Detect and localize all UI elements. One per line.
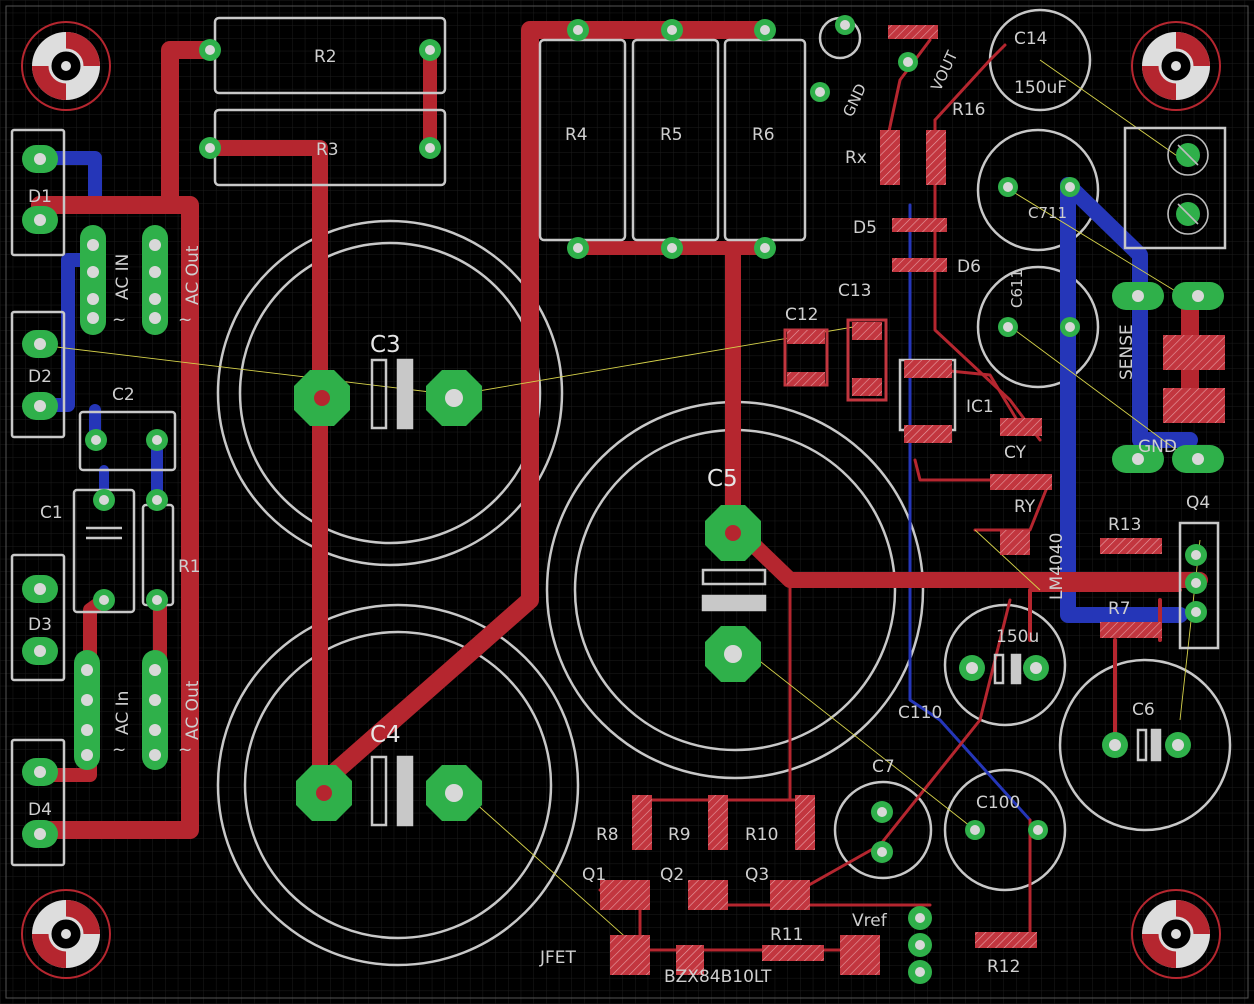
capacitor-symbols bbox=[86, 358, 1162, 827]
label-d2: D2 bbox=[28, 367, 52, 387]
label-gnd-pad: GND bbox=[1138, 437, 1177, 457]
board-outline bbox=[5, 5, 1249, 999]
oblong-pads bbox=[1112, 282, 1224, 473]
label-c5: C5 bbox=[707, 466, 738, 492]
label-tilde-b: ~ bbox=[178, 310, 192, 330]
small-round-pads bbox=[85, 15, 1207, 984]
label-ic1: IC1 bbox=[966, 397, 994, 417]
label-d1: D1 bbox=[28, 187, 52, 207]
label-c4: C4 bbox=[370, 722, 401, 748]
label-c3: C3 bbox=[370, 332, 401, 358]
label-q3: Q3 bbox=[745, 865, 769, 885]
mounting-hole-top-right bbox=[1131, 21, 1221, 111]
label-vref: Vref bbox=[852, 911, 888, 931]
label-ry: RY bbox=[1014, 497, 1036, 517]
label-ac-in-top: AC IN bbox=[113, 254, 133, 300]
label-jfet: JFET bbox=[539, 948, 577, 968]
label-c110: C110 bbox=[898, 703, 942, 723]
label-q2: Q2 bbox=[660, 865, 684, 885]
label-c14: C14 bbox=[1014, 29, 1048, 49]
label-r8: R8 bbox=[596, 825, 619, 845]
ac-connector-pads bbox=[74, 225, 168, 770]
label-c2: C2 bbox=[112, 385, 135, 405]
label-tilde-d: ~ bbox=[178, 740, 192, 760]
label-r5: R5 bbox=[660, 125, 683, 145]
large-octagon-pads bbox=[294, 370, 761, 821]
label-d3: D3 bbox=[28, 615, 52, 635]
label-bzx: BZX84B10LT bbox=[664, 967, 772, 987]
label-r10: R10 bbox=[745, 825, 778, 845]
label-c100: C100 bbox=[976, 793, 1020, 813]
terminal-block bbox=[1167, 134, 1209, 235]
label-cy: CY bbox=[1004, 443, 1027, 463]
label-c6: C6 bbox=[1132, 700, 1155, 720]
label-d4: D4 bbox=[28, 800, 52, 820]
mounting-hole-top-left bbox=[21, 21, 111, 111]
diode-pads bbox=[22, 145, 58, 848]
label-ac-out-top: AC Out bbox=[183, 245, 203, 305]
label-r13: R13 bbox=[1108, 515, 1141, 535]
label-sense: SENSE bbox=[1117, 324, 1137, 380]
label-ac-in-bottom: AC In bbox=[113, 691, 133, 735]
label-ac-out-bottom: AC Out bbox=[183, 680, 203, 740]
label-r3: R3 bbox=[316, 140, 339, 160]
label-c12: C12 bbox=[785, 305, 819, 325]
label-c711: C711 bbox=[1028, 204, 1067, 222]
label-d6: D6 bbox=[957, 257, 981, 277]
label-r4: R4 bbox=[565, 125, 588, 145]
through-hole-pads bbox=[22, 15, 1224, 984]
mounting-hole-bottom-left bbox=[21, 889, 111, 979]
label-r7: R7 bbox=[1108, 599, 1131, 619]
label-tilde-a: ~ bbox=[112, 310, 126, 330]
label-rx: Rx bbox=[845, 148, 867, 168]
label-c7: C7 bbox=[872, 757, 895, 777]
mounting-hole-bottom-right bbox=[1131, 889, 1221, 979]
label-r11: R11 bbox=[770, 925, 803, 945]
smd-pads bbox=[600, 25, 1225, 975]
label-r9: R9 bbox=[668, 825, 691, 845]
label-r2: R2 bbox=[314, 47, 337, 67]
label-q1: Q1 bbox=[582, 865, 606, 885]
label-c110-value: 150u bbox=[996, 627, 1039, 647]
label-q4: Q4 bbox=[1186, 493, 1210, 513]
label-r16: R16 bbox=[952, 100, 985, 120]
label-tilde-c: ~ bbox=[112, 740, 126, 760]
label-c14-value: 150uF bbox=[1014, 78, 1067, 98]
label-r12: R12 bbox=[987, 957, 1020, 977]
label-c13: C13 bbox=[838, 281, 872, 301]
mounting-holes bbox=[21, 21, 1221, 979]
label-d5: D5 bbox=[853, 218, 877, 238]
label-c611: C611 bbox=[1008, 269, 1026, 308]
label-r6: R6 bbox=[752, 125, 775, 145]
label-r1: R1 bbox=[178, 557, 201, 577]
label-lm4040: LM4040 bbox=[1047, 533, 1067, 600]
silkscreen-text: D1 D2 D3 D4 C1 C2 R1 AC IN AC Out ~ ~ AC… bbox=[28, 29, 1210, 987]
label-c1: C1 bbox=[40, 503, 63, 523]
